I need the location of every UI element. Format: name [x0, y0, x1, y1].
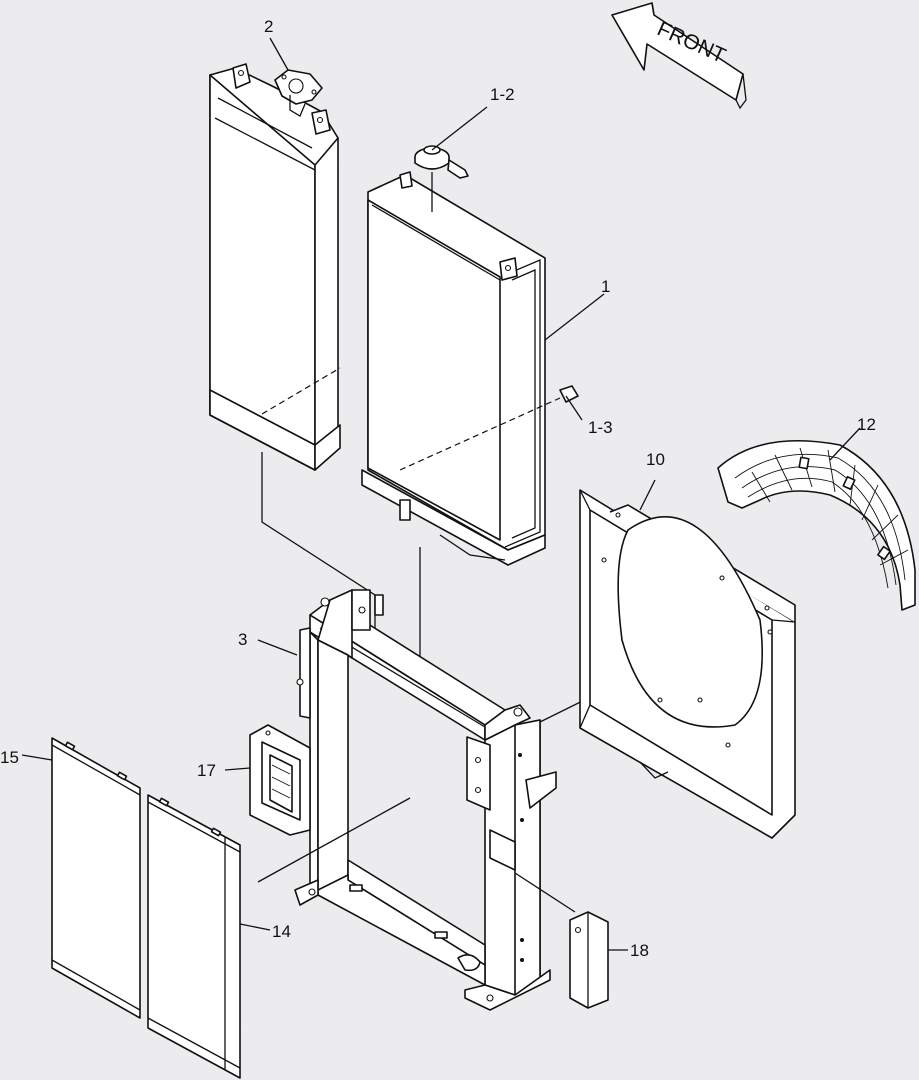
label-1: 1 [601, 277, 610, 296]
part-15-panel: 15 [0, 737, 141, 1019]
part-14-panel: 14 [147, 794, 291, 1079]
part-10-shroud: 10 [579, 450, 796, 839]
label-18: 18 [630, 941, 649, 960]
label-10: 10 [646, 450, 665, 469]
radiator-frame: 3 [238, 589, 557, 1011]
part-18-bracket: 18 [514, 872, 649, 1009]
label-1-3: 1-3 [588, 418, 613, 437]
label-15: 15 [0, 748, 19, 767]
label-17: 17 [197, 761, 216, 780]
label-12: 12 [857, 415, 876, 434]
part-17-bracket: 17 [197, 724, 311, 836]
front-arrow: FRONT [611, 2, 747, 110]
label-14: 14 [272, 922, 291, 941]
part-1-radiator: 1-2 1-3 1 [361, 85, 613, 566]
part-2-cooler: 2 [209, 17, 341, 471]
part-12-guard: 12 [717, 415, 916, 611]
label-2: 2 [264, 17, 273, 36]
label-3: 3 [238, 630, 247, 649]
label-1-2: 1-2 [490, 85, 515, 104]
